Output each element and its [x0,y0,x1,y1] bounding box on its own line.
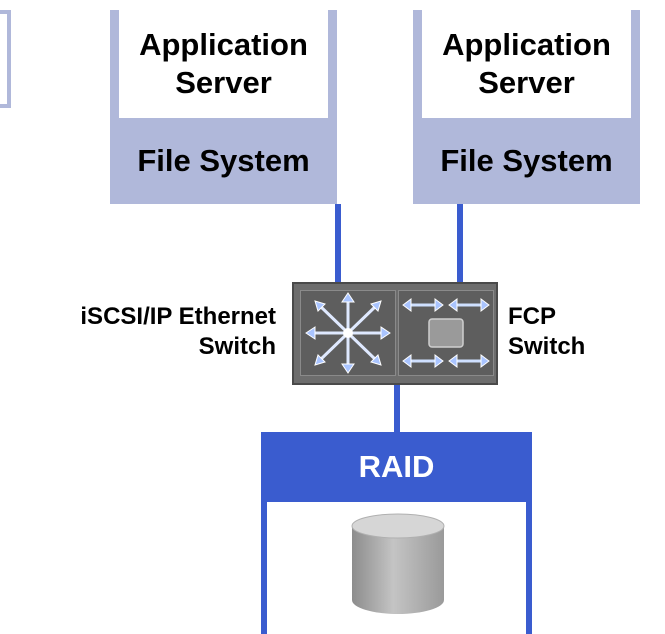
raid-label: RAID [358,449,435,484]
raid-storage: RAID [261,432,532,634]
connector-switch-to-raid [394,384,400,434]
disk-cylinder-icon [348,512,448,623]
iscsi-switch-label: iSCSI/IP Ethernet Switch [80,303,276,360]
network-switch-icon [300,290,396,376]
server-right: Application Server File System [413,10,640,204]
application-server-label: Application Server [139,27,308,100]
application-server-label: Application Server [442,27,611,100]
server-left: Application Server File System [110,10,337,204]
network-switch [292,282,498,385]
fibre-channel-switch-icon [398,290,494,376]
application-server-box-left: Application Server [119,10,328,118]
partial-server-box [0,10,11,108]
application-server-box-right: Application Server [422,10,631,118]
file-system-box-left: File System [110,118,337,204]
connector-server-left-to-switch [335,204,341,284]
connector-server-right-to-switch [457,204,463,284]
fcp-switch-label: FCP Switch [508,303,586,360]
file-system-box-right: File System [413,118,640,204]
file-system-label: File System [137,143,310,178]
file-system-label: File System [440,143,613,178]
raid-header: RAID [267,432,526,502]
